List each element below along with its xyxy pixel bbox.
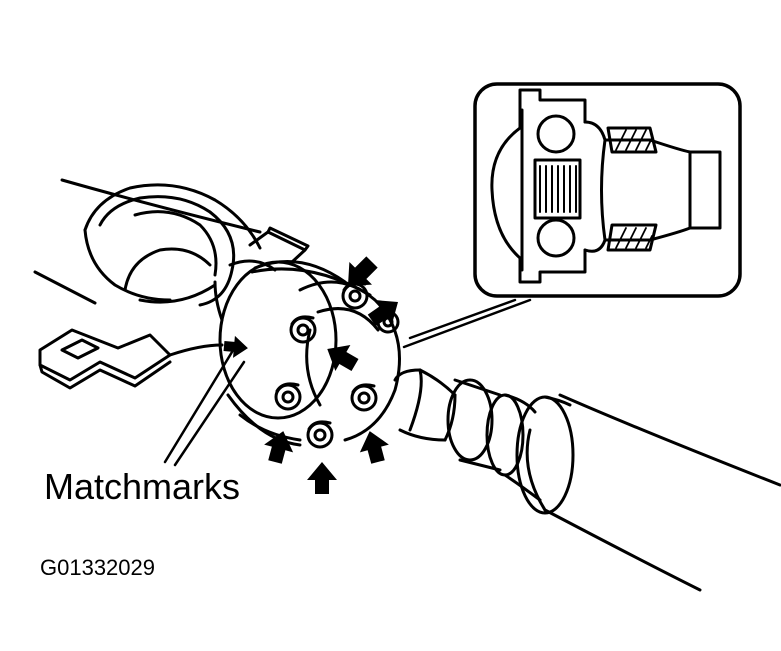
arrow-icon xyxy=(347,256,378,287)
bolt xyxy=(289,315,317,344)
arrow-icon xyxy=(359,431,389,464)
flange-bolts xyxy=(274,281,400,449)
arrow-icon xyxy=(264,431,294,464)
propeller-shaft xyxy=(33,178,781,592)
bolt xyxy=(306,420,334,449)
center-bearing-support xyxy=(38,183,310,390)
arrow-icon xyxy=(327,345,359,372)
indicator-arrows xyxy=(223,256,398,494)
arrow-icon xyxy=(367,300,398,327)
bolt xyxy=(350,383,378,412)
cross-section-inset xyxy=(402,82,742,349)
rear-shaft-joint xyxy=(393,368,575,515)
arrow-icon xyxy=(307,462,337,494)
flange-yoke xyxy=(218,260,401,447)
bolt xyxy=(274,382,302,411)
figure-id-label: G01332029 xyxy=(40,555,155,580)
matchmarks-label: Matchmarks xyxy=(44,466,241,507)
arrow-icon xyxy=(223,335,248,358)
matchmark-leaders xyxy=(163,350,246,467)
